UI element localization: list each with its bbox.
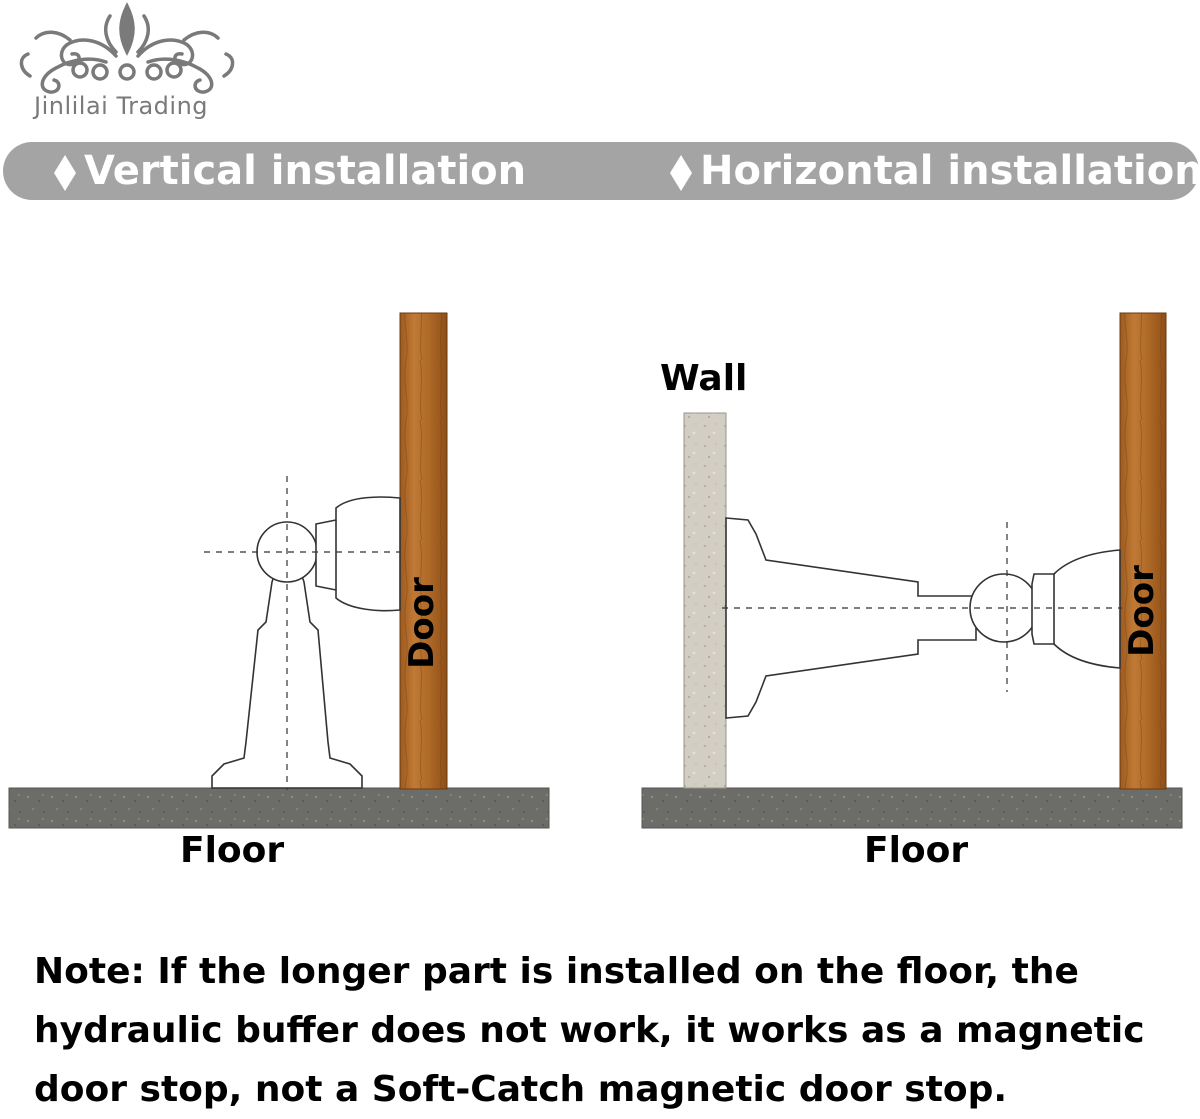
horizontal-installation-title: Horizontal installation <box>668 145 1200 197</box>
horizontal-door-stop-outline <box>725 517 1121 719</box>
left-floor-slab <box>8 787 550 829</box>
brand-name: Jinlilai Trading <box>34 92 209 120</box>
brand-logo-ornament-icon <box>19 2 235 94</box>
wall-panel <box>683 412 727 789</box>
right-door-label: Door <box>1121 565 1162 657</box>
section-banner <box>3 142 1199 200</box>
right-floor-label: Floor <box>864 830 969 871</box>
vertical-installation-label: Vertical installation <box>84 148 527 194</box>
horizontal-installation-label: Horizontal installation <box>700 148 1200 194</box>
left-floor-label: Floor <box>180 830 285 871</box>
vertical-installation-title: Vertical installation <box>52 145 526 197</box>
right-floor-slab <box>641 787 1183 829</box>
diamond-bullet-icon <box>54 155 76 191</box>
vertical-door-stop-outline <box>211 496 401 789</box>
wall-label: Wall <box>660 358 748 399</box>
installation-diagrams <box>8 312 1183 829</box>
diamond-bullet-icon <box>670 155 692 191</box>
installation-note: Note: If the longer part is installed on… <box>34 951 1145 1110</box>
left-door-label: Door <box>401 577 442 669</box>
